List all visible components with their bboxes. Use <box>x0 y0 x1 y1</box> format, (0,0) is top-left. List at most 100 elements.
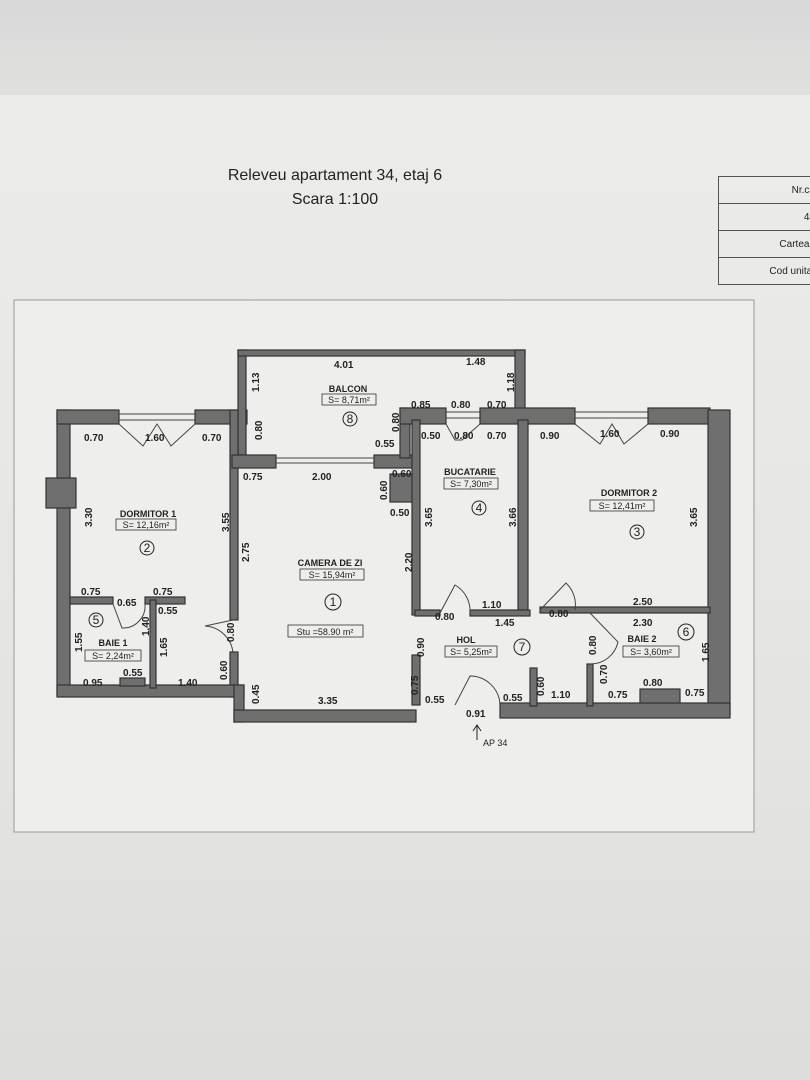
dim-label: 0.60 <box>392 469 412 480</box>
dim-label: 1.13 <box>251 372 262 392</box>
room-name: CAMERA DE ZI <box>298 558 363 568</box>
dim-label: 1.65 <box>701 642 712 662</box>
document-title: Releveu apartament 34, etaj 6 Scara 1:10… <box>160 164 510 212</box>
dim-label: 1.48 <box>466 357 486 368</box>
room-name: BAIE 2 <box>627 634 656 644</box>
dim-label: 4.01 <box>334 360 354 371</box>
dim-label: 0.60 <box>219 660 230 680</box>
dim-label: 0.70 <box>487 431 507 442</box>
dim-label: 1.45 <box>495 618 515 629</box>
dim-label: 0.65 <box>117 598 137 609</box>
room-hol: HOL S= 5,25m² 7 <box>444 635 531 658</box>
dim-label: 0.85 <box>411 400 431 411</box>
dim-label: 0.55 <box>375 439 395 450</box>
room-area: S= 7,30m² <box>450 479 492 489</box>
room-baie-1: 5 BAIE 1 S= 2,24m² <box>84 612 142 662</box>
room-area: S= 15,94m² <box>309 570 356 580</box>
room-number: 6 <box>683 625 690 639</box>
room-baie-2: BAIE 2 S= 3,60m² 6 <box>622 623 695 658</box>
dim-label: 1.60 <box>600 429 620 440</box>
room-area: S= 5,25m² <box>450 647 492 657</box>
entrance-marker: AP 34 <box>472 724 507 748</box>
dim-label: 2.30 <box>633 618 653 629</box>
dim-label: 0.60 <box>536 676 547 696</box>
dim-label: 3.65 <box>689 507 700 527</box>
dim-label: 1.60 <box>145 433 165 444</box>
dim-label: 1.40 <box>141 616 152 636</box>
dim-label: 0.60 <box>379 480 390 500</box>
info-table: Nr.ca 44 Cartea f Cod unitat <box>718 176 810 285</box>
background-sheet <box>0 0 810 95</box>
room-dormitor-1: DORMITOR 1 S= 12,16m² 2 <box>115 509 177 556</box>
dim-label: 3.55 <box>221 512 232 532</box>
dim-label: 0.80 <box>549 609 569 620</box>
dim-label: 0.75 <box>81 587 101 598</box>
dim-label: 1.55 <box>74 632 85 652</box>
dim-label: 0.80 <box>435 612 455 623</box>
total-area: Stu =58.90 m² <box>297 627 354 637</box>
room-name: DORMITOR 2 <box>601 488 657 498</box>
dimension-labels: 4.01 1.48 1.13 1.18 0.80 0.80 0.55 0.85 … <box>74 357 712 720</box>
dim-label: 0.55 <box>158 606 178 617</box>
dim-label: 0.95 <box>83 678 103 689</box>
dim-label: 0.90 <box>660 429 680 440</box>
dim-label: 0.70 <box>84 433 104 444</box>
dim-label: 0.70 <box>599 664 610 684</box>
room-name: BALCON <box>329 384 368 394</box>
room-number: 5 <box>93 613 100 627</box>
dim-label: 0.70 <box>202 433 222 444</box>
dim-label: 0.80 <box>643 678 663 689</box>
dim-label: 0.70 <box>487 400 507 411</box>
dim-label: 2.75 <box>241 542 252 562</box>
dim-label: 0.55 <box>425 695 445 706</box>
dim-label: 0.80 <box>588 635 599 655</box>
windows-doors <box>112 411 649 706</box>
dim-label: 0.80 <box>391 412 402 432</box>
info-cell: Cod unitat <box>718 257 810 285</box>
dim-label: 3.66 <box>508 507 519 527</box>
scale-text: Scara 1:100 <box>291 191 379 208</box>
room-bucatarie: BUCATARIE S= 7,30m² 4 <box>443 467 499 516</box>
dim-label: 3.35 <box>318 696 338 707</box>
room-balcon: BALCON S= 8,71m² 8 <box>321 384 377 427</box>
dim-label: 0.90 <box>540 431 560 442</box>
dim-label: 1.10 <box>482 600 502 611</box>
room-number: 4 <box>476 501 483 515</box>
dim-label: 0.80 <box>451 400 471 411</box>
room-number: 8 <box>347 412 354 426</box>
room-dormitor-2: DORMITOR 2 S= 12,41m² 3 <box>589 488 657 540</box>
room-number: 1 <box>330 595 337 609</box>
room-name: BAIE 1 <box>98 638 127 648</box>
info-cell: 44 <box>718 203 810 231</box>
walls <box>45 349 731 723</box>
dim-label: 2.00 <box>312 472 332 483</box>
room-area: S= 12,16m² <box>123 520 170 530</box>
dim-label: 0.91 <box>466 709 486 720</box>
dim-label: 3.65 <box>424 507 435 527</box>
dim-label: 0.50 <box>421 431 441 442</box>
dim-label: 0.75 <box>153 587 173 598</box>
dim-label: 3.30 <box>84 507 95 527</box>
dim-label: 0.75 <box>608 690 628 701</box>
room-name: BUCATARIE <box>444 467 496 477</box>
dim-label: 0.75 <box>410 675 421 695</box>
room-area: S= 8,71m² <box>328 395 370 405</box>
title-text: Releveu apartament 34, etaj 6 <box>227 167 443 184</box>
dim-label: 0.80 <box>226 622 237 642</box>
entrance-label: AP 34 <box>483 738 507 748</box>
dim-label: 1.18 <box>506 372 517 392</box>
dim-label: 0.80 <box>454 431 474 442</box>
dim-label: 0.45 <box>251 684 262 704</box>
dim-label: 0.75 <box>685 688 705 699</box>
room-camera-de-zi: CAMERA DE ZI S= 15,94m² 1 Stu =58.90 m² <box>287 558 365 638</box>
dim-label: 2.20 <box>404 552 415 572</box>
dim-label: 0.90 <box>416 637 427 657</box>
dim-label: 1.65 <box>159 637 170 657</box>
room-area: S= 2,24m² <box>92 651 134 661</box>
room-number: 7 <box>519 640 526 654</box>
dim-label: 0.55 <box>123 668 143 679</box>
dim-label: 2.50 <box>633 597 653 608</box>
plan-frame <box>13 299 755 833</box>
room-number: 2 <box>144 541 151 555</box>
